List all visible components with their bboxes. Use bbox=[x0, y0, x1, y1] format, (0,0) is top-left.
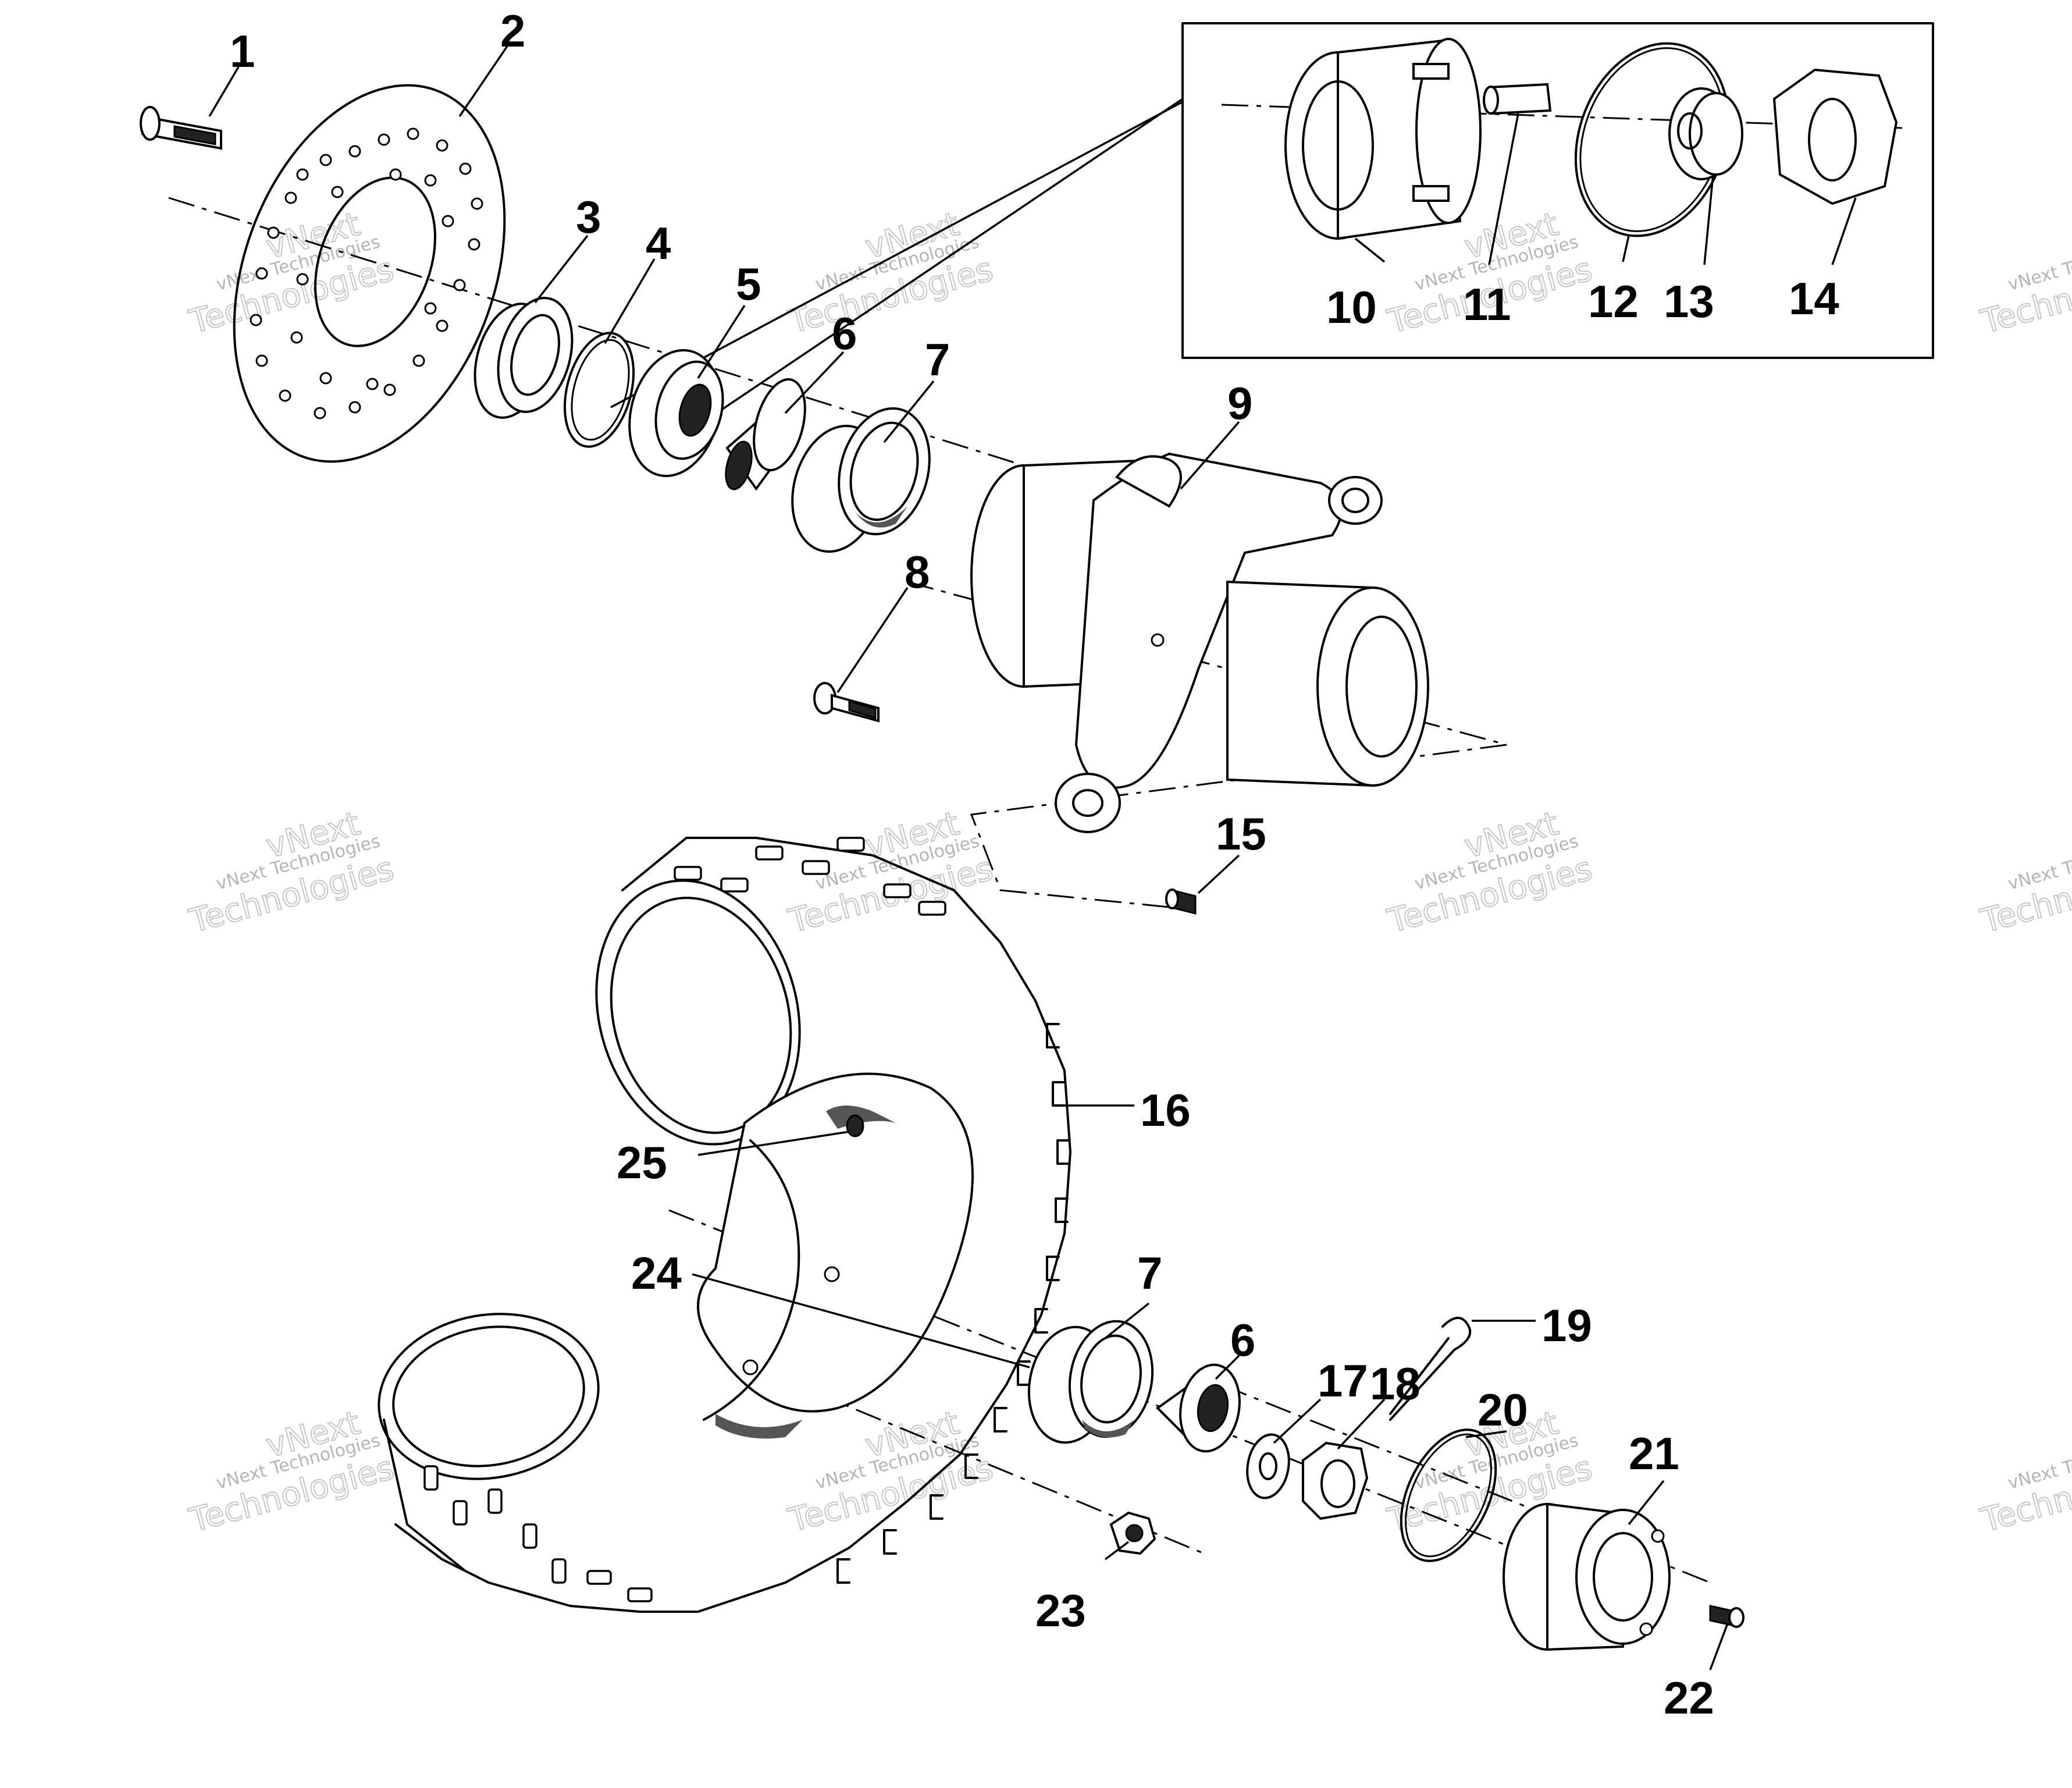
callout-8: 8 bbox=[905, 546, 930, 598]
callout-18: 18 bbox=[1370, 1358, 1421, 1409]
callout-7: 7 bbox=[925, 334, 950, 385]
snap-ring-part-4 bbox=[563, 332, 635, 448]
seal-part-3 bbox=[474, 297, 574, 419]
callout-25: 25 bbox=[617, 1137, 667, 1188]
callout-13: 13 bbox=[1664, 276, 1714, 327]
callout-2: 2 bbox=[500, 5, 525, 56]
castle-nut-part-10 bbox=[1284, 38, 1482, 240]
callout-16: 16 bbox=[1140, 1085, 1191, 1136]
bearing-part-6-lower bbox=[1155, 1363, 1241, 1453]
callouts: 1 2 3 4 5 6 7 8 9 10 11 12 13 14 15 16 2… bbox=[230, 5, 1839, 1723]
leader-lines bbox=[208, 43, 1857, 1670]
race-part-7-lower bbox=[1027, 1320, 1154, 1444]
callout-5: 5 bbox=[736, 258, 761, 310]
valve-stem-part-25 bbox=[846, 1114, 864, 1138]
callout-6-lower: 6 bbox=[1230, 1314, 1255, 1366]
callout-15: 15 bbox=[1216, 808, 1266, 859]
callout-4: 4 bbox=[646, 218, 671, 269]
callout-10: 10 bbox=[1326, 282, 1377, 333]
watermark: vNext vNext Technologies Technologies bbox=[1383, 804, 1597, 941]
wheel-rim-part-24 bbox=[697, 1072, 974, 1439]
callout-14: 14 bbox=[1789, 273, 1839, 324]
hub-cap-part-21 bbox=[1503, 1502, 1671, 1651]
washer-part-13 bbox=[1668, 87, 1743, 180]
nut-part-18 bbox=[1302, 1441, 1369, 1520]
inset-detail-box bbox=[610, 22, 1934, 435]
watermark: vNext vNext Technologies Technologies bbox=[185, 205, 398, 342]
callout-22: 22 bbox=[1664, 1672, 1714, 1723]
callout-21: 21 bbox=[1629, 1428, 1679, 1479]
brake-disc-part-2 bbox=[233, 84, 506, 463]
taper-bearing-part-6 bbox=[725, 378, 806, 491]
inset-parts bbox=[1284, 38, 1898, 240]
tire-part-16 bbox=[378, 837, 1071, 1613]
callout-9: 9 bbox=[1227, 378, 1252, 429]
callout-1: 1 bbox=[230, 26, 255, 77]
callout-20: 20 bbox=[1478, 1384, 1528, 1435]
bolt-part-8 bbox=[813, 682, 880, 723]
bolt-part-1 bbox=[140, 106, 222, 150]
callout-6: 6 bbox=[832, 308, 857, 359]
knuckle-part-9 bbox=[970, 452, 1429, 833]
watermark: vNext vNext Technologies Technologies bbox=[185, 1403, 398, 1541]
watermark: vNext Technologies Technologies bbox=[1977, 232, 2072, 342]
callout-24: 24 bbox=[631, 1247, 682, 1299]
watermark: vNext vNext Technologies Technologies bbox=[185, 804, 398, 941]
watermark: vNext vNext Technologies Technologies bbox=[784, 205, 998, 342]
washer-part-17 bbox=[1246, 1433, 1290, 1499]
watermark: vNext Technologies Technologies bbox=[1977, 1430, 2072, 1540]
callout-11: 11 bbox=[1463, 279, 1511, 330]
axle-nut-part-14 bbox=[1772, 68, 1898, 205]
callout-3: 3 bbox=[576, 191, 601, 243]
callout-7-lower: 7 bbox=[1137, 1247, 1162, 1299]
pin-part-11 bbox=[1483, 83, 1552, 115]
grease-fitting-part-15 bbox=[1165, 888, 1197, 915]
cotter-pin-part-19 bbox=[1389, 1317, 1472, 1421]
callout-17: 17 bbox=[1318, 1355, 1368, 1406]
bearing-part-5 bbox=[628, 349, 724, 478]
lug-nut-part-23 bbox=[1109, 1511, 1156, 1555]
callout-12: 12 bbox=[1588, 276, 1639, 327]
callout-23: 23 bbox=[1035, 1585, 1086, 1636]
screw-part-22 bbox=[1709, 1605, 1745, 1628]
bearing-race-part-7 bbox=[791, 407, 931, 553]
callout-19: 19 bbox=[1541, 1300, 1592, 1351]
watermark: vNext Technologies Technologies bbox=[1977, 831, 2072, 941]
